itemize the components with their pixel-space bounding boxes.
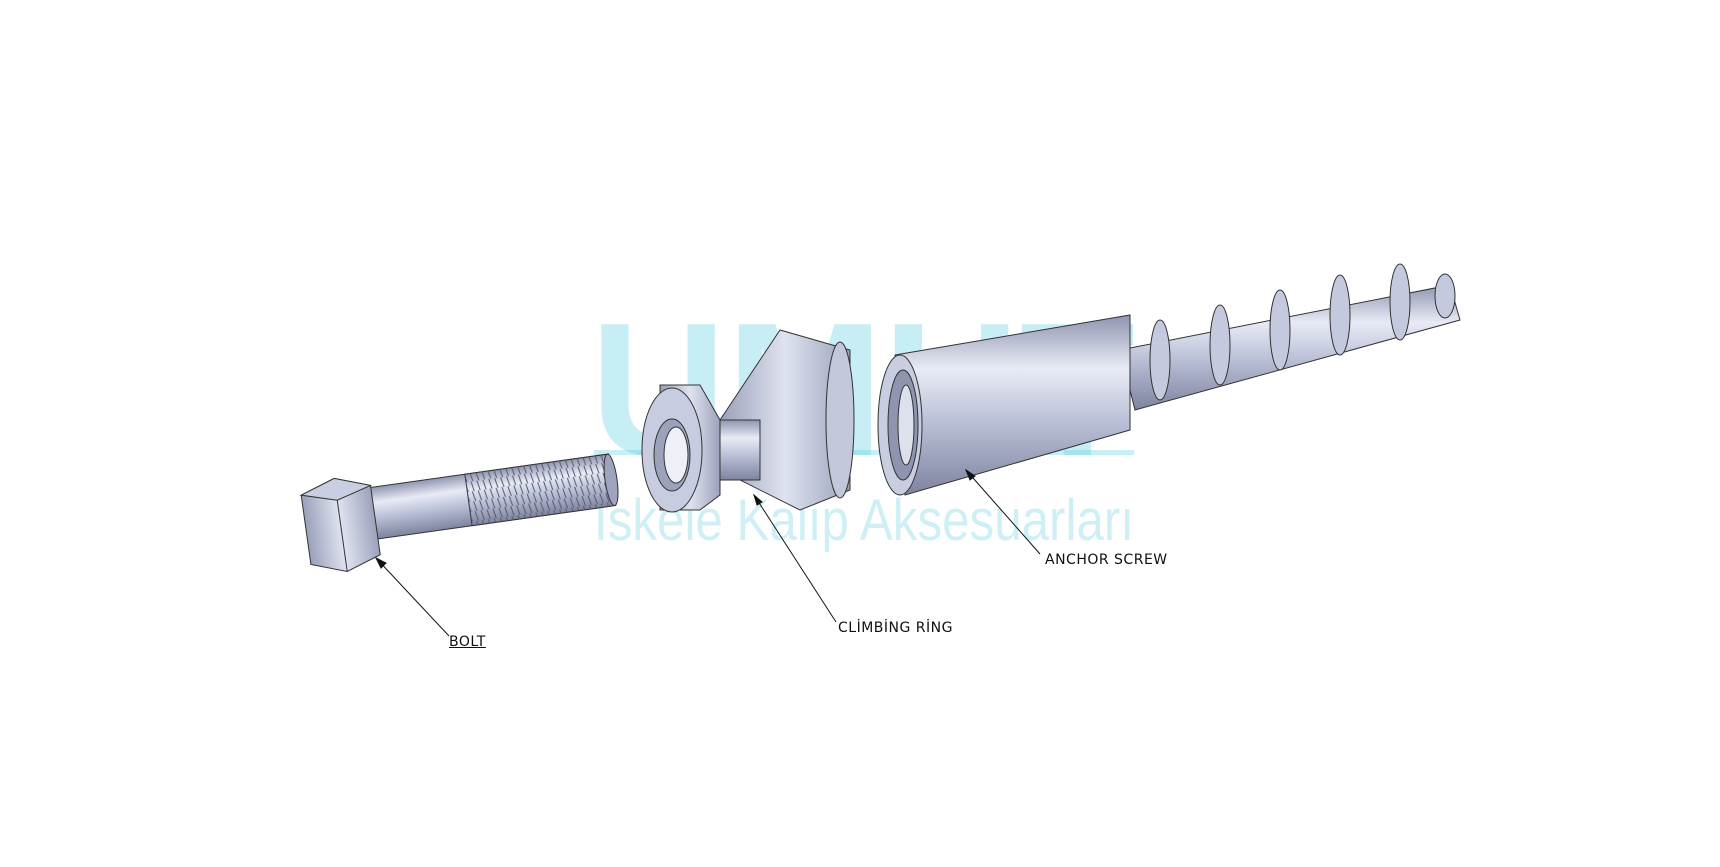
arrow-icon [753,493,763,506]
bolt-leader-line [375,557,450,637]
arrow-icon [374,556,387,569]
arrow-icon [964,468,976,481]
ring-leader-line [753,494,837,623]
climbing-ring-part [641,329,855,513]
leader-lines [374,468,1041,637]
anchor-leader-line [965,469,1041,555]
bolt-part [299,453,619,573]
anchor-screw-label: ANCHOR SCREW [1045,552,1168,568]
anchor-screw-part [877,263,1461,496]
bolt-label: BOLT [449,634,486,650]
climbing-ring-label: CLİMBİNG RİNG [838,620,953,636]
